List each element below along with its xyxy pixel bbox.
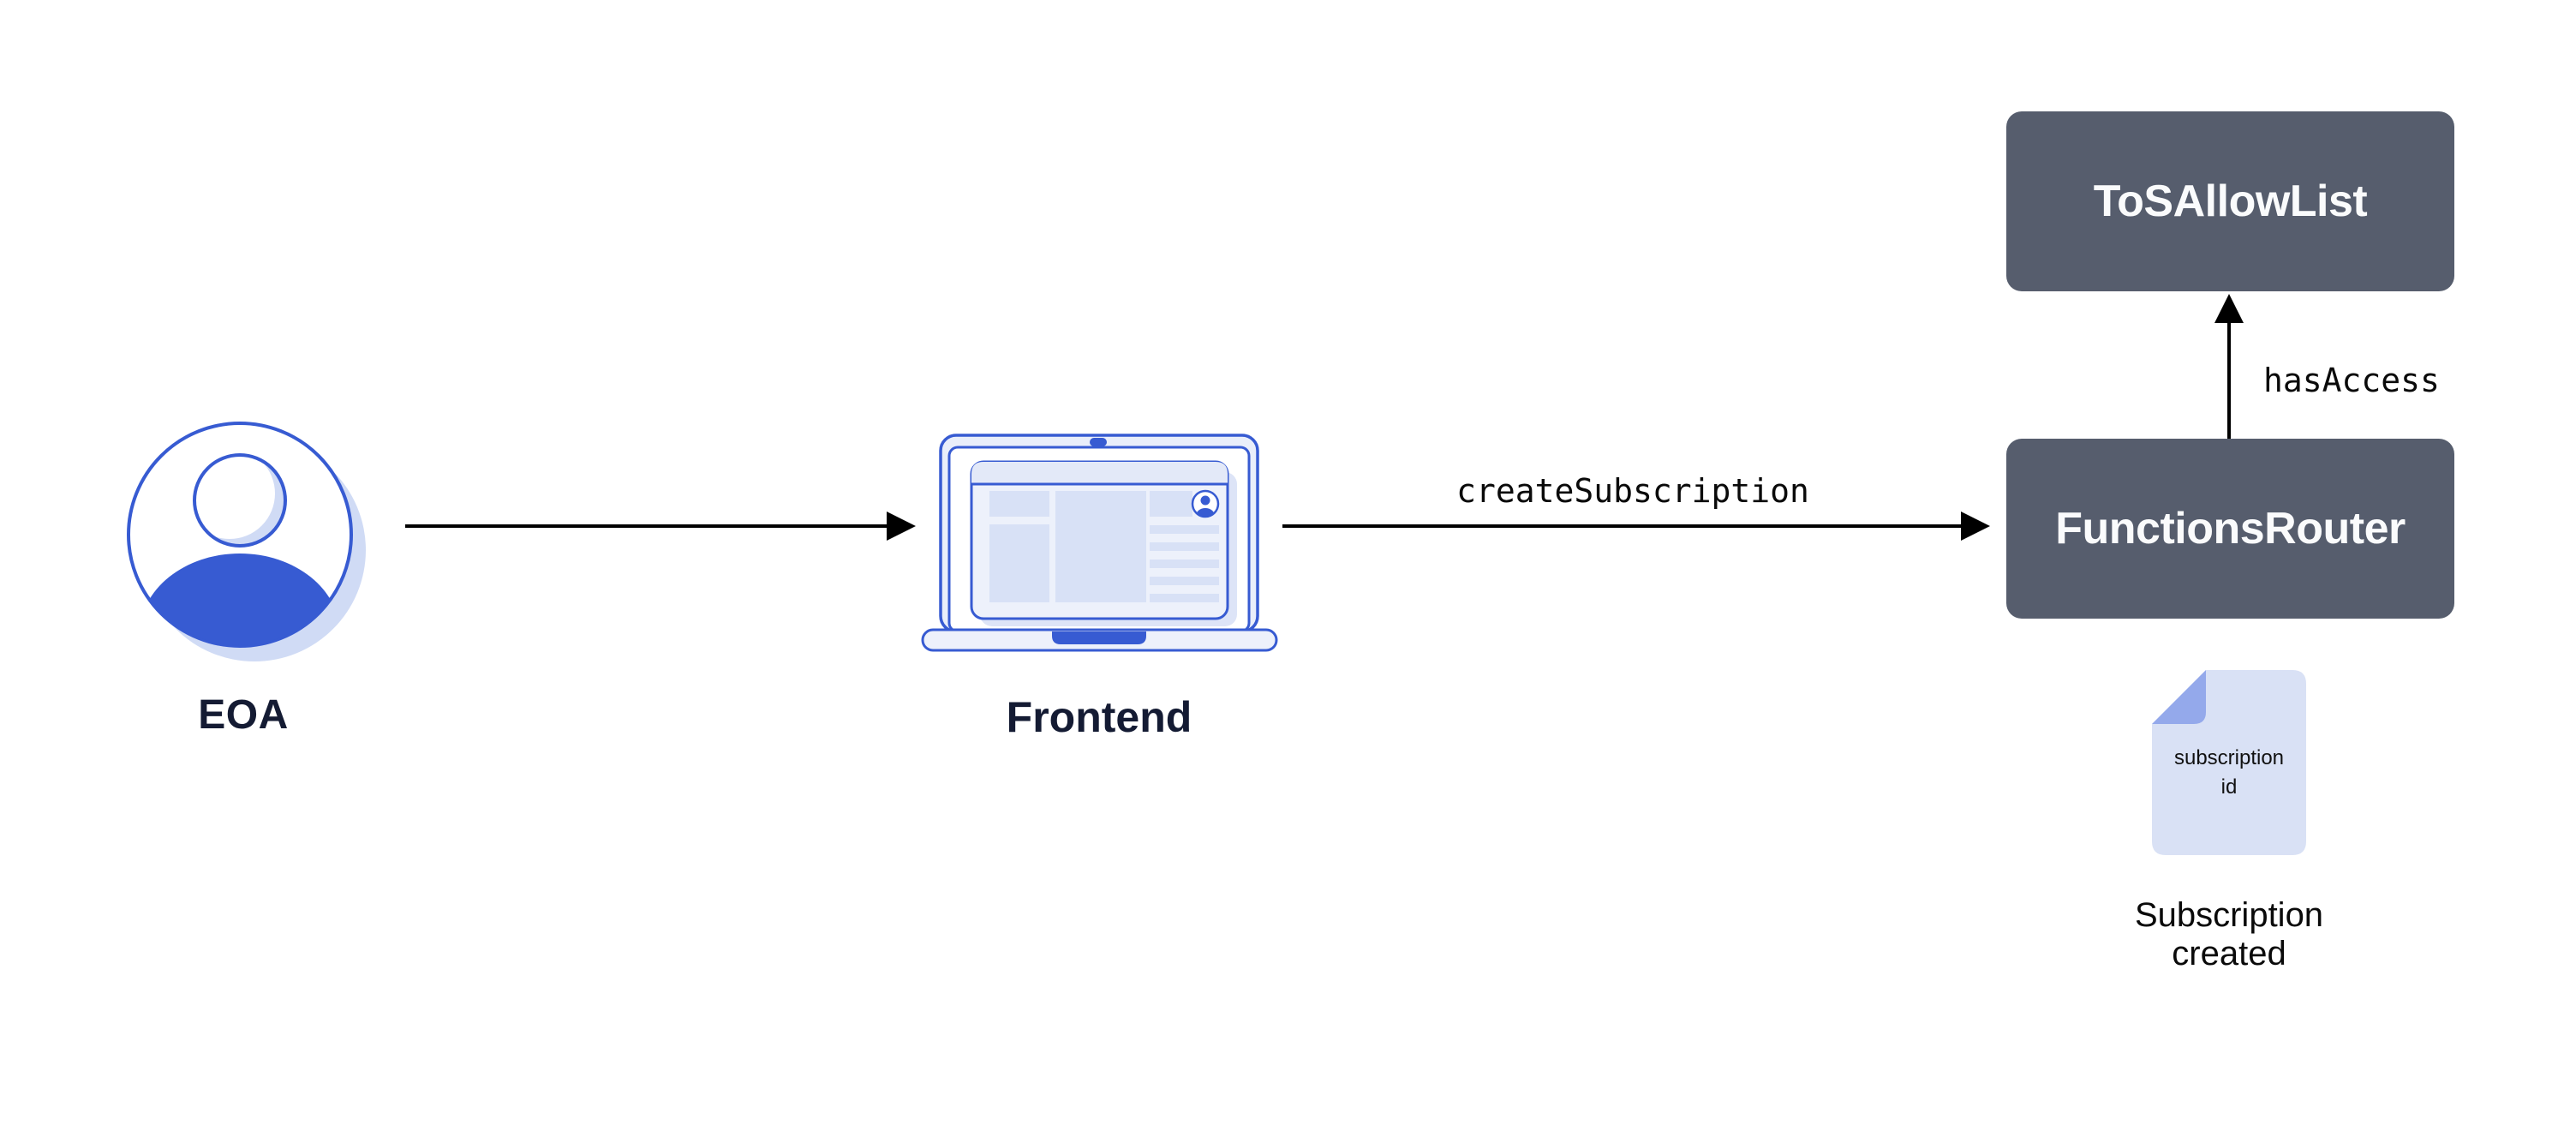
browser-content-blocks <box>989 491 1219 602</box>
avatar-shoulders <box>140 554 340 645</box>
arrow-eoa-to-frontend <box>405 524 888 528</box>
person-avatar-icon <box>127 422 366 661</box>
avatar-head <box>193 453 287 548</box>
subscription-created-caption: Subscription created <box>2134 896 2324 972</box>
document-text: subscription id <box>2173 746 2285 799</box>
tos-allow-list-node: ToSAllowList <box>2006 111 2454 291</box>
has-access-edge-label: hasAccess <box>2263 362 2440 399</box>
arrowhead-up-icon <box>2214 294 2244 323</box>
arrowhead-right-icon <box>1961 512 1990 541</box>
functions-router-node: FunctionsRouter <box>2006 439 2454 619</box>
tos-allow-list-label: ToSAllowList <box>2093 177 2368 226</box>
laptop-browser-icon <box>921 434 1278 652</box>
eoa-label: EOA <box>198 692 289 738</box>
arrow-frontend-to-router <box>1282 524 1962 528</box>
document-icon <box>2152 670 2306 855</box>
frontend-label: Frontend <box>1006 693 1192 741</box>
webcam-icon <box>1090 438 1107 446</box>
document-fold-corner <box>2152 670 2206 724</box>
functions-router-label: FunctionsRouter <box>2055 504 2406 554</box>
arrow-router-to-allowlist <box>2227 322 2231 439</box>
create-subscription-edge-label: createSubscription <box>1456 472 1809 510</box>
arrowhead-right-icon <box>887 512 916 541</box>
